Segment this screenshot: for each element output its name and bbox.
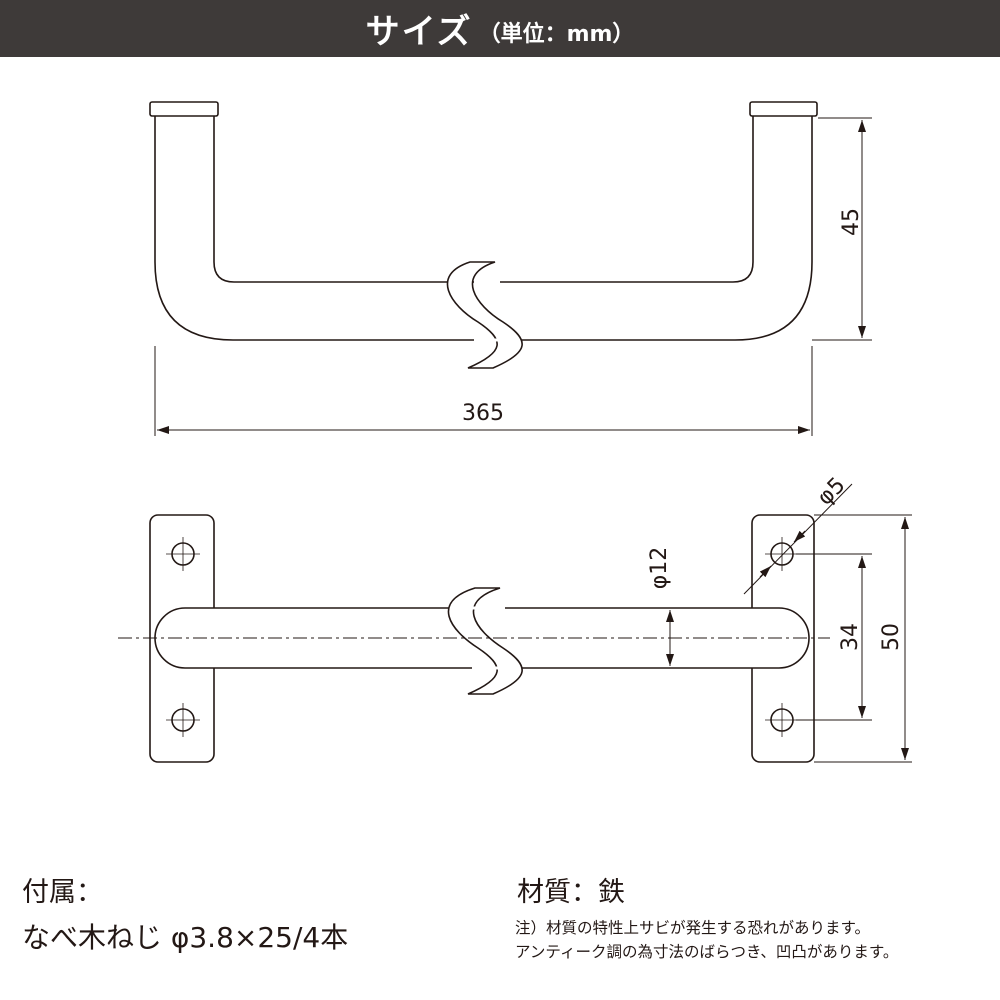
header-unit: （単位：mm） [478,21,635,47]
material-label: 材質：鉄 [517,877,625,908]
left-mount-cap [149,101,219,117]
plate-height-label: 50 [879,623,904,651]
break-mark-masks [474,280,508,342]
break-mark-masks [470,606,510,670]
hole-pitch-label: 34 [838,623,863,651]
length-dimension-label: 365 [462,401,504,426]
bar-diameter-label: φ12 [647,547,672,590]
side-view-dimensions [154,117,872,436]
header-title: サイズ [365,12,473,52]
right-mount-cap [749,101,818,117]
break-mark [446,261,523,369]
side-view [149,101,818,369]
top-view-dimensions [666,483,912,763]
hole-center-marks [166,537,799,737]
dimension-drawing: 45 365 φ5 φ12 34 50 [118,101,912,763]
accessories-label: 付属： [22,877,103,908]
header-bar: サイズ （単位：mm） [0,0,1000,57]
accessories-value: なべ木ねじ φ3.8×25/4本 [22,921,349,954]
material-note-variance: アンティーク調の為寸法のばらつき、凹凸があります。 [515,943,899,961]
hole-diameter-label: φ5 [813,473,851,511]
height-dimension-label: 45 [839,208,864,236]
material-note-rust: 注）材質の特性上サビが発生する恐れがあります。 [515,919,870,937]
